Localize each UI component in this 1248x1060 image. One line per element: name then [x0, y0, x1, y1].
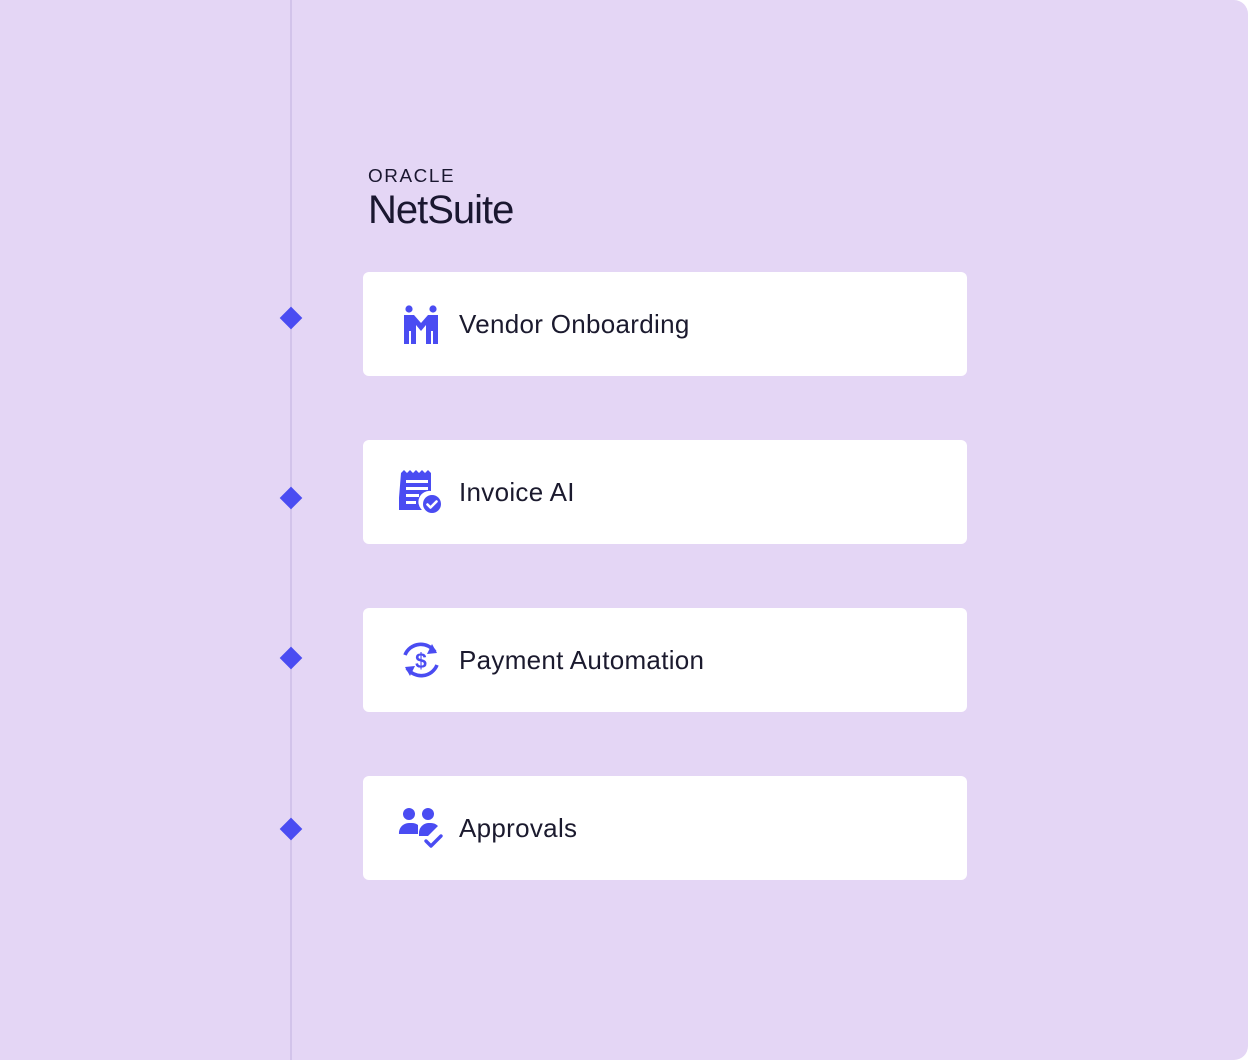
invoice-check-icon	[397, 468, 445, 516]
users-check-icon	[397, 804, 445, 852]
timeline-line	[290, 0, 292, 1060]
feature-label: Approvals	[459, 812, 578, 843]
feature-card-invoice-ai[interactable]: Invoice AI	[363, 440, 967, 544]
handshake-people-icon	[397, 300, 445, 348]
timeline-marker	[279, 817, 303, 841]
timeline-marker	[279, 486, 303, 510]
svg-text:$: $	[415, 650, 427, 673]
timeline-marker	[279, 306, 303, 330]
oracle-netsuite-logo: ORACLE NetSuite	[368, 166, 514, 232]
logo-oracle-text: ORACLE	[368, 166, 456, 186]
timeline-marker	[279, 646, 303, 670]
feature-label: Vendor Onboarding	[459, 308, 690, 339]
logo-netsuite-text: NetSuite	[368, 188, 514, 232]
feature-card-payment-automation[interactable]: $ Payment Automation	[363, 608, 967, 712]
dollar-cycle-icon: $	[397, 636, 445, 684]
feature-label: Payment Automation	[459, 644, 705, 675]
feature-card-approvals[interactable]: Approvals	[363, 776, 967, 880]
feature-label: Invoice AI	[459, 476, 575, 507]
feature-card-vendor-onboarding[interactable]: Vendor Onboarding	[363, 272, 967, 376]
